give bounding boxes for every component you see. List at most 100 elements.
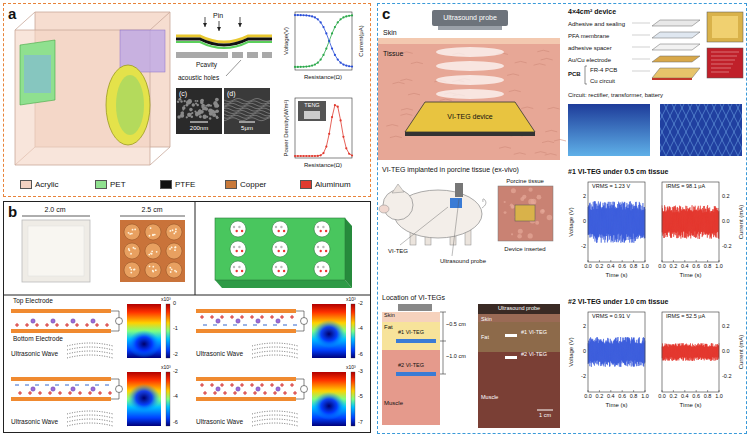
particle: [71, 319, 75, 323]
well-particle: [278, 250, 280, 252]
data-point: [351, 154, 353, 156]
tissue-fiber: [411, 62, 423, 64]
pcb-bottom: [652, 78, 692, 80]
data-point: [300, 155, 302, 157]
cell-dot: [130, 272, 132, 274]
label-text: x10³: [346, 365, 356, 370]
label-text: 0.0: [584, 264, 592, 270]
data-point: [345, 147, 347, 149]
legend-swatch: [95, 180, 107, 189]
plus-charge: [263, 391, 267, 395]
particle: [91, 387, 95, 391]
plus-charge: [48, 391, 52, 395]
label-text: adhesive spacer: [568, 45, 612, 51]
tick: [696, 390, 697, 392]
signal-trace: [662, 205, 719, 239]
label-text: 4×4cm² device: [568, 8, 616, 15]
minus-charge: [25, 385, 29, 386]
data-point: [297, 155, 299, 157]
sem-grain: [215, 110, 218, 113]
plot-frame: [588, 182, 645, 262]
sem-grain: [214, 102, 218, 106]
well-particle: [317, 226, 319, 228]
label-text: -2: [173, 352, 178, 358]
label-text: (c): [179, 90, 187, 97]
array-cell: [124, 224, 140, 240]
well-particle: [278, 270, 280, 272]
label-text: 0.0: [584, 394, 592, 400]
depth-dimension: [440, 312, 446, 374]
probe-small: [398, 304, 432, 311]
tissue-spot: [540, 209, 545, 214]
plus-charge: [78, 391, 82, 395]
minus-charge: [263, 325, 267, 326]
data-point: [325, 145, 327, 147]
plus-charge: [213, 391, 217, 395]
label-text: Porcine tissue: [506, 178, 544, 184]
acrylic-box-edge: [150, 12, 170, 30]
minus-charge: [55, 385, 59, 386]
well-particle: [236, 250, 238, 252]
array-cell: [166, 262, 182, 278]
data-point: [294, 155, 296, 157]
label-text: -3: [358, 369, 363, 375]
sem-grain: [177, 115, 180, 118]
label-text: -6: [358, 352, 363, 358]
well-particle: [275, 226, 277, 228]
label-text: 1.0: [641, 394, 649, 400]
scale-bar: [239, 122, 255, 123]
legend-swatch: [160, 180, 172, 189]
data-point: [322, 54, 324, 56]
data-point: [337, 106, 339, 108]
ultrasonic-wave: [252, 343, 298, 346]
data-point: [331, 116, 333, 118]
cell-dot: [174, 270, 176, 272]
plot-frame: [588, 312, 645, 392]
signal-trace: [662, 343, 719, 361]
field-blob: [128, 384, 160, 412]
well-particle: [325, 250, 327, 252]
data-point: [334, 26, 336, 28]
data-point: [328, 40, 330, 42]
tissue-fiber: [545, 130, 557, 132]
cell-dot: [151, 253, 153, 255]
label-text: 0.2: [596, 394, 604, 400]
well-particle: [322, 226, 324, 228]
cell-dot: [171, 247, 173, 249]
plus-charge: [220, 315, 224, 319]
tissue-fiber: [535, 152, 547, 154]
tissue-spot: [547, 215, 552, 220]
well-particle: [322, 246, 324, 248]
figure-panel: c: [377, 3, 747, 434]
label-text: Time (s): [680, 402, 702, 408]
plus-charge: [250, 383, 254, 387]
field-map: [312, 304, 346, 358]
label-text: VRMS = 0.91 V: [591, 314, 631, 320]
tick: [719, 390, 720, 392]
plus-charge: [108, 391, 112, 395]
cell-dot: [174, 249, 176, 251]
label-text: -5: [358, 394, 363, 400]
well-particle: [320, 250, 322, 252]
label-text: Time (s): [606, 272, 628, 278]
label-text: -2: [358, 301, 363, 307]
tissue-fiber: [534, 64, 546, 66]
label-text: Ultrasonic Wave: [196, 351, 243, 358]
label-text: Current (mA): [738, 205, 744, 240]
plot-frame: [295, 12, 352, 70]
cell-dot: [154, 234, 156, 236]
tick: [673, 390, 674, 392]
device-layer: [652, 44, 700, 50]
plus-charge: [240, 315, 244, 319]
plus-charge: [290, 315, 294, 319]
tissue-spot: [535, 221, 539, 225]
tissue-fiber: [542, 141, 554, 143]
inserted-device: [515, 205, 535, 221]
implanted-device: [396, 372, 436, 376]
pressure-arrow: [219, 21, 220, 31]
minus-charge: [273, 325, 277, 326]
acrylic-box-edge: [150, 147, 170, 165]
plus-charge: [65, 323, 69, 327]
signal-trace: [588, 337, 645, 367]
label-text: VI-TEG: [388, 248, 408, 254]
